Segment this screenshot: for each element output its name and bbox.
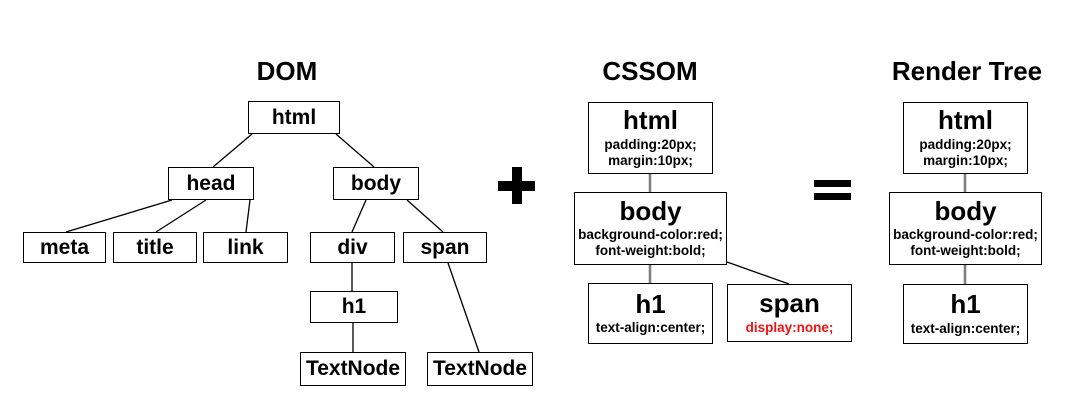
dom-node-head: head <box>168 167 254 200</box>
equals-icon <box>814 180 851 200</box>
edge-head-title <box>155 199 207 233</box>
cssom-body-prop-background: background-color:red; <box>578 227 723 243</box>
dom-node-span: span <box>403 232 487 263</box>
edge-html-body <box>335 133 375 168</box>
dom-tree-title: DOM <box>256 56 318 86</box>
edge-body-div <box>351 199 367 233</box>
edge-span-textnode <box>447 262 480 353</box>
dom-node-textnode-right: TextNode <box>427 352 533 386</box>
cssom-node-h1: h1 text-align:center; <box>588 283 713 344</box>
render-body-prop-background: background-color:red; <box>893 227 1038 243</box>
render-tree-title: Render Tree <box>891 56 1043 86</box>
render-h1-prop-textalign: text-align:center; <box>910 320 1021 336</box>
cssom-edge-body-span <box>726 261 790 285</box>
plus-vertical-bar <box>511 167 522 204</box>
cssom-span-prop-display-none: display:none; <box>745 319 834 335</box>
cssom-html-prop-margin: margin:10px; <box>608 152 693 168</box>
dom-node-html: html <box>248 101 340 134</box>
equals-bottom-bar <box>814 193 851 200</box>
cssom-html-label: html <box>623 105 678 136</box>
dom-node-textnode-left: TextNode <box>300 352 406 386</box>
cssom-h1-prop-textalign: text-align:center; <box>595 320 706 336</box>
dom-node-h1: h1 <box>310 291 398 323</box>
cssom-tree-title: CSSOM <box>602 56 698 86</box>
cssom-node-body: body background-color:red; font-weight:b… <box>574 192 727 265</box>
render-html-label: html <box>938 105 993 136</box>
dom-node-body: body <box>333 167 419 200</box>
equals-top-bar <box>814 180 851 187</box>
render-body-prop-fontweight: font-weight:bold; <box>910 243 1021 259</box>
render-h1-label: h1 <box>950 289 981 320</box>
render-node-h1: h1 text-align:center; <box>903 284 1028 344</box>
render-node-body: body background-color:red; font-weight:b… <box>889 192 1042 265</box>
render-node-html: html padding:20px; margin:10px; <box>903 102 1028 174</box>
edge-head-link <box>245 199 251 233</box>
cssom-html-prop-padding: padding:20px; <box>604 136 697 152</box>
edge-html-head <box>212 133 253 168</box>
render-body-label: body <box>934 195 997 226</box>
cssom-node-html: html padding:20px; margin:10px; <box>588 102 713 174</box>
cssom-span-label: span <box>759 288 820 319</box>
dom-node-title: title <box>113 232 197 263</box>
edge-head-meta <box>65 199 173 233</box>
cssom-body-prop-fontweight: font-weight:bold; <box>595 243 706 259</box>
render-html-prop-padding: padding:20px; <box>919 136 1012 152</box>
dom-node-link: link <box>203 232 288 263</box>
cssom-h1-label: h1 <box>635 288 666 319</box>
plus-icon <box>498 167 535 204</box>
cssom-node-span: span display:none; <box>727 284 852 342</box>
cssom-body-label: body <box>619 195 682 226</box>
render-html-prop-margin: margin:10px; <box>923 152 1008 168</box>
dom-node-div: div <box>310 232 395 263</box>
dom-node-meta: meta <box>23 232 106 263</box>
edge-body-span <box>406 199 444 233</box>
